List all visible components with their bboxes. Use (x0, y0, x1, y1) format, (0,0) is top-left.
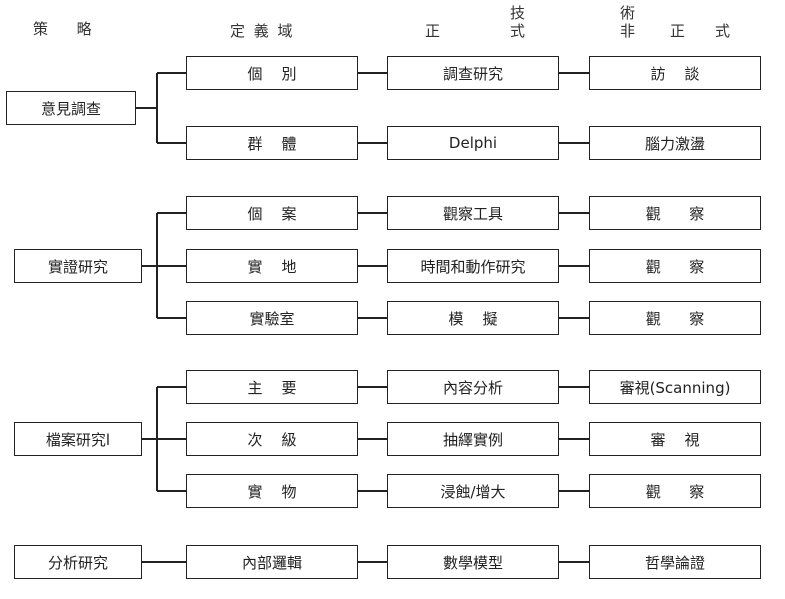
header-informal-3: 式 (715, 22, 731, 40)
header-strategy: 策 略 (33, 20, 92, 38)
connector-line (358, 212, 387, 214)
informal-technique-box: 觀 察 (589, 196, 761, 230)
connector-line (157, 212, 186, 214)
formal-technique-box: 數學模型 (387, 545, 559, 579)
connector-line (358, 142, 387, 144)
header-informal-1: 非 (620, 22, 636, 40)
informal-technique-box: 觀 察 (589, 249, 761, 283)
formal-technique-box: 浸蝕/增大 (387, 474, 559, 508)
connector-line (136, 107, 157, 109)
informal-technique-box: 哲學論證 (589, 545, 761, 579)
strategy-box: 分析研究 (14, 545, 142, 579)
strategy-box: 檔案研究l (14, 422, 142, 456)
connector-line (157, 265, 186, 267)
formal-technique-box: 內容分析 (387, 370, 559, 404)
domain-box: 內部邏輯 (186, 545, 358, 579)
connector-line (559, 386, 589, 388)
formal-technique-box: 抽繹實例 (387, 422, 559, 456)
informal-technique-box: 訪 談 (589, 56, 761, 90)
connector-line (156, 73, 158, 143)
domain-box: 實 物 (186, 474, 358, 508)
connector-line (358, 561, 387, 563)
header-art: 術 (620, 4, 636, 22)
header-formal-right: 式 (510, 22, 526, 40)
domain-box: 實驗室 (186, 301, 358, 335)
strategy-box: 實證研究 (14, 249, 142, 283)
header-domain: 定 義 域 (230, 22, 295, 40)
connector-line (157, 438, 186, 440)
domain-box: 群 體 (186, 126, 358, 160)
domain-box: 主 要 (186, 370, 358, 404)
connector-line (358, 317, 387, 319)
connector-line (142, 561, 186, 563)
informal-technique-box: 審 視 (589, 422, 761, 456)
informal-technique-box: 腦力激盪 (589, 126, 761, 160)
informal-technique-box: 觀 察 (589, 301, 761, 335)
informal-technique-box: 審視(Scanning) (589, 370, 761, 404)
connector-line (157, 317, 186, 319)
connector-line (142, 265, 157, 267)
formal-technique-box: 時間和動作研究 (387, 249, 559, 283)
connector-line (559, 490, 589, 492)
connector-line (559, 142, 589, 144)
connector-line (559, 212, 589, 214)
formal-technique-box: Delphi (387, 126, 559, 160)
formal-technique-box: 調查研究 (387, 56, 559, 90)
formal-technique-box: 模 擬 (387, 301, 559, 335)
connector-line (358, 438, 387, 440)
header-informal-2: 正 (670, 22, 686, 40)
connector-line (559, 72, 589, 74)
header-technique: 技 (510, 4, 526, 22)
connector-line (358, 265, 387, 267)
informal-technique-box: 觀 察 (589, 474, 761, 508)
connector-line (559, 265, 589, 267)
connector-line (157, 386, 186, 388)
domain-box: 個 案 (186, 196, 358, 230)
strategy-box: 意見調查 (6, 91, 136, 125)
connector-line (559, 438, 589, 440)
connector-line (559, 317, 589, 319)
domain-box: 個 別 (186, 56, 358, 90)
connector-line (157, 142, 186, 144)
connector-line (358, 490, 387, 492)
formal-technique-box: 觀察工具 (387, 196, 559, 230)
connector-line (358, 386, 387, 388)
connector-line (157, 72, 186, 74)
connector-line (142, 438, 157, 440)
connector-line (157, 490, 186, 492)
header-formal-left: 正 (425, 22, 441, 40)
connector-line (559, 561, 589, 563)
domain-box: 次 級 (186, 422, 358, 456)
domain-box: 實 地 (186, 249, 358, 283)
connector-line (358, 72, 387, 74)
